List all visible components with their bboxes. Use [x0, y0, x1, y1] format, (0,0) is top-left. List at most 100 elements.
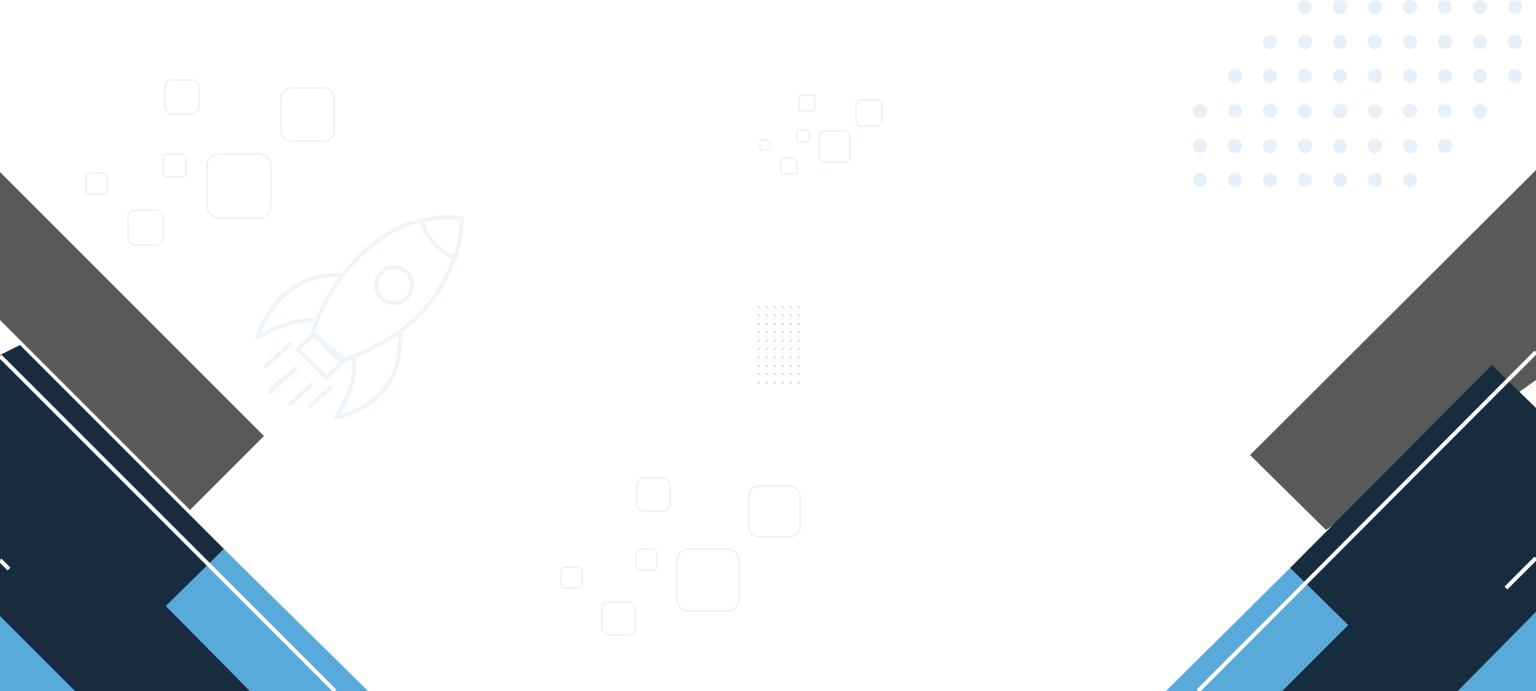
rocket-nose	[420, 220, 458, 260]
outline-square	[127, 209, 164, 246]
right-navy-band	[1282, 365, 1536, 691]
grid-dot	[774, 306, 776, 308]
pattern-dot	[1368, 104, 1382, 118]
grid-dot	[766, 314, 768, 317]
grid-dot	[758, 364, 760, 367]
pattern-dot	[1368, 0, 1382, 14]
grid-dot	[798, 348, 800, 350]
grid-dot	[758, 339, 760, 342]
grid-dot	[766, 322, 768, 325]
grid-dot	[758, 322, 760, 325]
left-white-tick	[0, 558, 11, 571]
grid-dot	[774, 348, 776, 350]
grid-dot	[798, 306, 800, 308]
grid-dot	[798, 331, 800, 334]
rocket-right-fin	[333, 333, 403, 420]
pattern-dot	[1298, 0, 1312, 14]
grid-dot	[774, 381, 776, 384]
grid-dot	[774, 356, 776, 359]
pattern-dot	[1368, 139, 1382, 153]
pattern-dot	[1228, 69, 1242, 83]
grid-dot	[758, 381, 760, 384]
grid-dot	[782, 306, 784, 308]
rocket-window	[374, 265, 414, 305]
pattern-dot	[1333, 173, 1347, 187]
right-gray-band	[1250, 170, 1536, 530]
outline-square	[676, 548, 740, 612]
pattern-dot	[1403, 173, 1417, 187]
grid-dot	[766, 356, 768, 359]
grid-dot	[798, 364, 800, 367]
grid-dot	[782, 331, 784, 334]
grid-dot	[782, 322, 784, 325]
outline-square	[780, 157, 798, 175]
pattern-dot	[1298, 69, 1312, 83]
left-gray-band	[0, 172, 264, 510]
pattern-dot	[1438, 104, 1452, 118]
pattern-dot	[1473, 35, 1487, 49]
right-white-tick	[1504, 556, 1536, 590]
grid-dot	[774, 322, 776, 325]
pattern-dot	[1438, 139, 1452, 153]
outline-square	[635, 548, 658, 571]
grid-dot	[774, 331, 776, 334]
outline-square	[601, 601, 636, 636]
grid-dot	[790, 339, 792, 342]
grid-dot	[774, 364, 776, 367]
pattern-dot	[1403, 0, 1417, 14]
pattern-dot	[1298, 104, 1312, 118]
grid-dot	[798, 356, 800, 359]
pattern-dot	[1193, 173, 1207, 187]
grid-dot	[782, 381, 784, 384]
pattern-dot	[1508, 69, 1522, 83]
rocket-flame	[264, 342, 292, 368]
pattern-dot	[1263, 173, 1277, 187]
pattern-dot	[1263, 104, 1277, 118]
grid-dot	[766, 348, 768, 350]
pattern-dot	[1368, 69, 1382, 83]
pattern-dot	[1403, 69, 1417, 83]
grid-dot	[766, 331, 768, 334]
grid-dot	[766, 306, 768, 308]
grid-dot	[766, 364, 768, 367]
dot-grid-small	[758, 306, 800, 384]
rocket-flame	[308, 386, 332, 408]
pattern-dot	[1368, 35, 1382, 49]
grid-dot	[798, 381, 800, 384]
pattern-dot	[1368, 173, 1382, 187]
pattern-dot	[1403, 35, 1417, 49]
pattern-dot	[1228, 104, 1242, 118]
left-blue-band	[166, 549, 368, 691]
pattern-dot	[1263, 35, 1277, 49]
dot-grid-pattern	[1193, 0, 1522, 187]
pattern-dot	[1263, 139, 1277, 153]
rocket-flame	[288, 382, 314, 406]
grid-dot	[790, 331, 792, 334]
pattern-dot	[1508, 0, 1522, 14]
pattern-dot	[1228, 139, 1242, 153]
grid-dot	[782, 373, 784, 376]
grid-dot	[774, 339, 776, 342]
pattern-dot	[1333, 139, 1347, 153]
left-white-stripe	[0, 354, 337, 691]
grid-dot	[766, 339, 768, 342]
grid-dot	[790, 306, 792, 308]
right-corner-graphic	[1166, 170, 1536, 691]
pattern-dot	[1473, 69, 1487, 83]
pattern-dot	[1438, 0, 1452, 14]
grid-dot	[790, 373, 792, 376]
grid-dot	[790, 381, 792, 384]
pattern-dot	[1228, 173, 1242, 187]
grid-dot	[758, 314, 760, 317]
pattern-dot	[1473, 0, 1487, 14]
grid-dot	[798, 373, 800, 376]
pattern-dot	[1193, 139, 1207, 153]
squares-cluster-top-left	[85, 79, 335, 246]
outline-square	[560, 566, 583, 589]
pattern-dot	[1298, 139, 1312, 153]
pattern-dot	[1438, 69, 1452, 83]
pattern-dot	[1333, 104, 1347, 118]
right-white-stripe	[1196, 350, 1536, 691]
grid-dot	[790, 364, 792, 367]
